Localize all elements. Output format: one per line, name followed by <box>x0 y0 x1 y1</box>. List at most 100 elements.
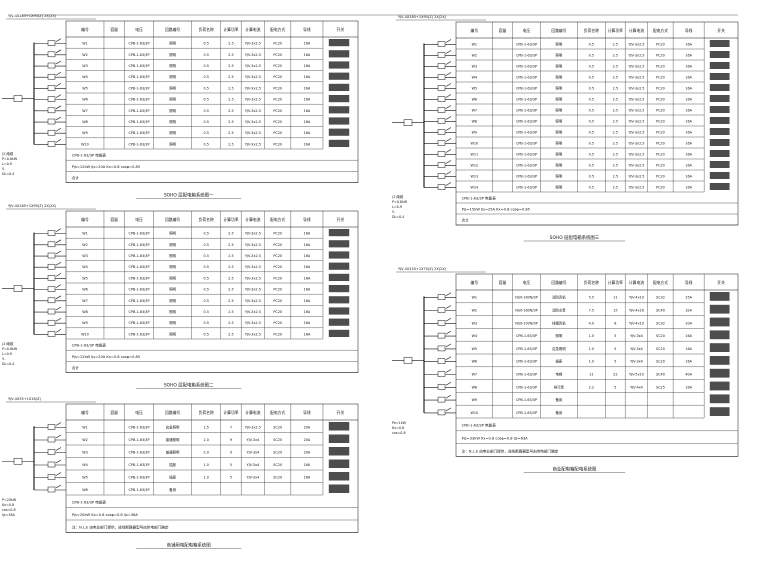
circuit-number: W13 <box>470 174 478 178</box>
circuit-number: W1 <box>82 426 88 430</box>
cable-type: YJV-3x2.5 <box>245 232 261 236</box>
breaker-symbol <box>437 74 446 80</box>
load-name: 插座 <box>556 359 563 364</box>
power-value: 0.5 <box>203 131 208 135</box>
table-header-cell: 导线 <box>303 410 311 415</box>
circuit-number: W5 <box>82 476 88 480</box>
incoming-parameter: L=0.9 <box>392 205 402 209</box>
power-value: 0.5 <box>589 141 594 145</box>
table-header-cell: 编号 <box>81 27 89 32</box>
breaker-model: CPB-1-63/3P <box>516 75 537 79</box>
load-symbol <box>709 117 730 124</box>
power-value: 0.5 <box>203 321 208 325</box>
current-value: 2.5 <box>613 86 618 90</box>
load-symbol <box>709 304 730 314</box>
calculation-row: Pjs=12kW Ijs=20A Kx=0.8 cosφ=0.85 <box>72 355 140 359</box>
breaker-symbol <box>47 286 56 292</box>
current-value: 2.5 <box>228 75 233 79</box>
load-symbol <box>709 150 730 157</box>
current-value: 2.5 <box>228 98 233 102</box>
power-value: 0.5 <box>589 42 594 46</box>
table-header-cell: 回路编号 <box>165 27 180 32</box>
breaker-symbol <box>47 85 56 91</box>
circuit-number: W9 <box>472 398 478 402</box>
breaker-symbol <box>47 40 56 46</box>
circuit-number: W10 <box>470 411 478 415</box>
incoming-parameter: L=0.9 <box>2 162 12 166</box>
load-name: 照明 <box>169 75 176 79</box>
power-value: 0.5 <box>589 185 594 189</box>
cable-type: YJV-4x10 <box>629 296 644 300</box>
load-symbol <box>328 128 350 136</box>
power-value: 0.5 <box>589 64 594 68</box>
breaker-rating: 16A <box>685 334 692 338</box>
current-value: 11 <box>613 296 617 300</box>
cable-type: YJV-3x2.5 <box>245 120 261 124</box>
note-row: 合计 <box>462 217 470 222</box>
breaker-rating: 16A <box>685 108 692 112</box>
power-value: 1.0 <box>589 334 594 338</box>
cable-type: YJV-3x2.5 <box>245 243 261 247</box>
breaker-symbol <box>47 486 56 493</box>
conduit-size: PC20 <box>273 299 282 303</box>
breaker-rating: 16A <box>304 120 311 124</box>
incoming-parameter: Y.. <box>392 210 395 214</box>
load-symbol <box>709 292 730 301</box>
table-header-cell: 编号 <box>81 217 89 222</box>
main-breaker-symbol <box>13 95 23 102</box>
load-symbol <box>709 381 730 391</box>
cable-type: YJV-3x4 <box>247 476 260 480</box>
breaker-rating: 16A <box>304 86 311 90</box>
table-header-cell: 计算电流 <box>245 217 260 222</box>
circuit-number: W10 <box>81 332 89 336</box>
incoming-parameter: P=0.8kW <box>392 200 408 204</box>
power-value: 0.5 <box>203 265 208 269</box>
load-name: 普通照明 <box>166 437 180 442</box>
cable-type: YJV-3x2.5 <box>245 332 261 336</box>
conduit-size: PC20 <box>656 75 665 79</box>
breaker-rating: 16A <box>304 310 311 314</box>
load-name: 照明 <box>169 64 176 68</box>
cable-type: YJV-3x2.5 <box>245 109 261 113</box>
breaker-symbol <box>47 118 56 125</box>
breaker-symbol <box>47 241 56 248</box>
load-name: 照明 <box>556 185 563 189</box>
cable-type: YJV-3x2.5 <box>245 64 261 68</box>
circuit-number: W6 <box>82 288 88 292</box>
breaker-symbol <box>437 409 446 416</box>
conduit-size: PC20 <box>273 75 282 79</box>
conduit-size: PC20 <box>656 86 665 90</box>
circuit-number: W4 <box>82 75 88 79</box>
current-value: 2.5 <box>228 53 233 57</box>
cable-spec-label: YJV-4X35+1X16(Z) <box>8 397 41 401</box>
circuit-number: W1 <box>472 42 478 46</box>
table-header-cell: 计算功率 <box>608 280 623 285</box>
circuit-number: W4 <box>472 334 478 338</box>
breaker-rating: 16A <box>304 64 311 68</box>
cable-spec-label: YJV-4X185+1X95(Z) 2X(2X) <box>8 14 57 18</box>
breaker-symbol <box>47 449 56 455</box>
circuit-number: W5 <box>82 86 88 90</box>
circuit-number: W9 <box>472 130 478 134</box>
breaker-symbol <box>47 461 56 468</box>
load-symbol <box>709 139 730 146</box>
incoming-parameter: cos=0.8 <box>392 431 406 435</box>
conduit-size: PC20 <box>656 174 665 178</box>
cable-type: YJV-3x2.5 <box>628 130 644 134</box>
breaker-model: NSX-160N/3P <box>515 296 537 300</box>
breaker-rating: 40A <box>685 373 692 377</box>
load-name: 照明 <box>169 332 176 336</box>
load-name: 照明 <box>556 334 563 338</box>
breaker-symbol <box>437 345 446 352</box>
diagram-caption: 商铺用电配电箱系统图 <box>167 542 212 549</box>
table-header-cell: 电压 <box>135 217 143 222</box>
circuit-number: W3 <box>82 64 88 68</box>
breaker-symbol <box>437 52 446 58</box>
breaker-model: CPB-1-63/3P <box>128 98 149 102</box>
load-symbol <box>709 368 730 378</box>
incoming-parameter: Y.. <box>2 167 5 171</box>
load-name: 电梯 <box>556 372 563 377</box>
load-symbol <box>328 139 350 147</box>
breaker-symbol <box>437 63 446 69</box>
panel-p5: YJV-4X150+1X70(Z) 2X(2X)编号容量电压回路编号负荷名称计算… <box>392 267 739 473</box>
